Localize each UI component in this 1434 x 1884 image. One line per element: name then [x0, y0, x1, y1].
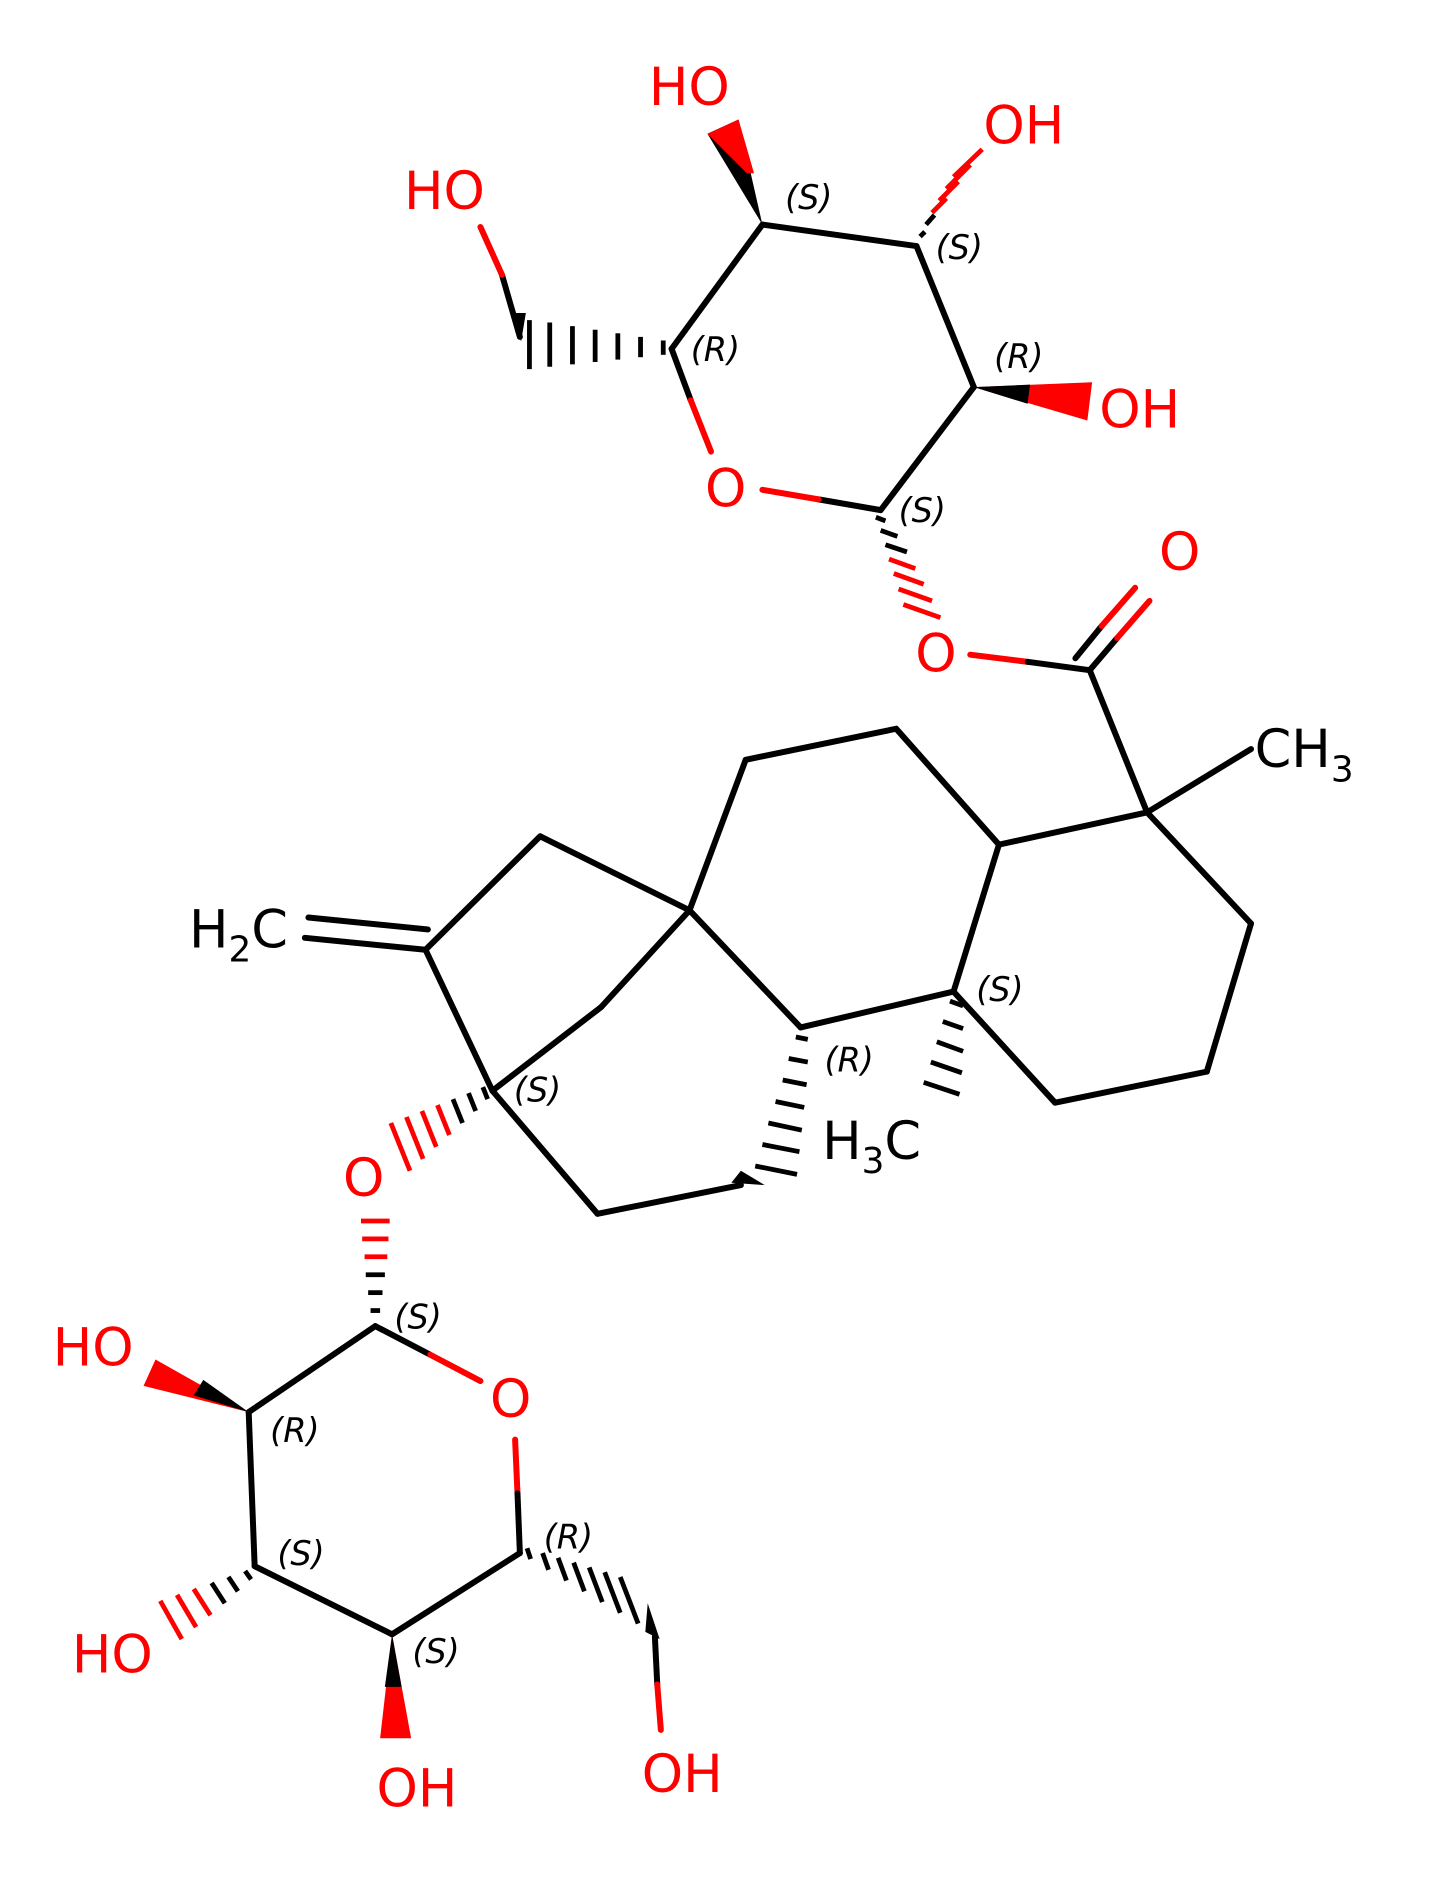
- hash-bond: [527, 320, 666, 370]
- hash-bond: [875, 515, 942, 620]
- stereo-core-c9: (R): [825, 1041, 874, 1080]
- hash-bond: [918, 147, 984, 239]
- stereo-top-c3: (S): [936, 228, 983, 267]
- hash-bond: [388, 1098, 465, 1172]
- stereo-bot-c3: (S): [277, 1534, 324, 1573]
- h3c-label: H3C: [822, 1111, 921, 1182]
- top-ring-o-label: O: [705, 459, 746, 520]
- stereo-bot-c4: (S): [412, 1632, 459, 1671]
- top-oh-c3-label: OH: [983, 95, 1064, 156]
- stereo-bot-c1: (S): [394, 1297, 441, 1336]
- stereo-top-c1: (S): [899, 491, 946, 530]
- bot-oh-ch2-label: OH: [642, 1744, 723, 1805]
- stereo-core-c13: (S): [514, 1070, 561, 1109]
- h2c-label: H2C: [189, 899, 288, 970]
- glyco-o-label: O: [343, 1148, 384, 1209]
- top-oh-c2-label: OH: [1099, 380, 1180, 441]
- hash-bond: [754, 1034, 809, 1177]
- stereo-bot-c2: (R): [270, 1411, 319, 1450]
- stereo-bot-c5: (R): [544, 1517, 593, 1556]
- ester-o-label: O: [915, 623, 956, 684]
- hash-bond: [158, 1569, 254, 1641]
- top-glucose: HO HO OH OH O (R) (S) (S) (R) (S): [404, 57, 1180, 620]
- diterpene-core: CH3 H2C H3C O (S) (R) (S): [189, 719, 1354, 1217]
- stereo-top-c4: (S): [785, 178, 832, 217]
- bot-ring-o-label: O: [490, 1369, 531, 1430]
- stereo-top-c2: (R): [994, 337, 1043, 376]
- carbonyl-o-label: O: [1159, 522, 1200, 583]
- hash-bond: [360, 1218, 390, 1313]
- stereo-core-c10: (S): [976, 970, 1023, 1009]
- hash-bond: [524, 1547, 641, 1625]
- stereo-top-c5: (R): [691, 330, 740, 369]
- top-ho-ch2-label: HO: [404, 161, 485, 222]
- hash-bond: [922, 998, 964, 1097]
- bot-oh-c4-label: OH: [377, 1758, 458, 1819]
- top-ho-c4-label: HO: [649, 57, 730, 118]
- bot-ho-c3-label: HO: [72, 1625, 153, 1686]
- ester-group: O O: [915, 522, 1200, 816]
- ch3-label: CH3: [1255, 719, 1354, 790]
- bot-ho-c2-label: HO: [53, 1318, 134, 1379]
- bottom-glucose: HO HO OH OH O (S) (R) (S) (S) (R): [53, 1218, 723, 1819]
